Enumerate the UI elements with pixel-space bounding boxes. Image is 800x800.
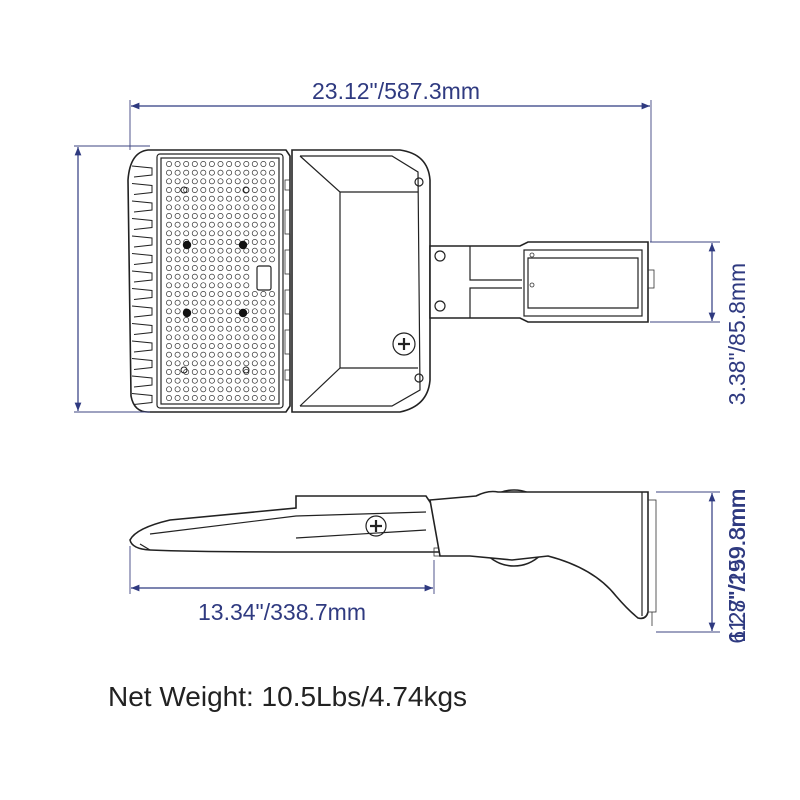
screw-icon xyxy=(392,332,416,356)
driver-housing xyxy=(291,149,431,413)
net-weight-label: Net Weight: 10.5Lbs/4.74kgs xyxy=(108,681,467,712)
dimension-panel-width xyxy=(74,145,150,413)
dimension-overall-length: 23.12"/587.3mm xyxy=(129,78,652,242)
slip-fitter-mount xyxy=(429,241,655,323)
overall-length-label: 23.12"/587.3mm xyxy=(312,78,480,104)
led-array xyxy=(166,161,275,401)
fixture-body-side xyxy=(129,495,441,557)
side-height-label-b: 11.8"/299.8mm xyxy=(724,489,750,643)
side-view: 13.34"/338.7mm 6.27"/159.3mm 11.8"/299.8… xyxy=(129,488,750,644)
heat-sink-fins xyxy=(131,165,153,405)
body-length-label: 13.34"/338.7mm xyxy=(198,599,366,625)
top-view: 23.12"/587.3mm 3.38"/85.8mm xyxy=(74,78,750,413)
dimension-mount-width: 3.38"/85.8mm xyxy=(650,241,750,405)
side-slots xyxy=(284,179,291,381)
mounting-arm-side xyxy=(429,490,657,626)
mount-width-label: 3.38"/85.8mm xyxy=(724,263,750,405)
dimension-body-length: 13.34"/338.7mm xyxy=(129,546,435,625)
driver-label xyxy=(256,265,272,291)
screw-icon xyxy=(365,515,387,537)
side-height-label-a: 6.27"/159.3mm xyxy=(724,488,750,643)
dimension-side-height: 6.27"/159.3mm 11.8"/299.8mm xyxy=(656,488,750,644)
led-panel xyxy=(127,149,291,413)
